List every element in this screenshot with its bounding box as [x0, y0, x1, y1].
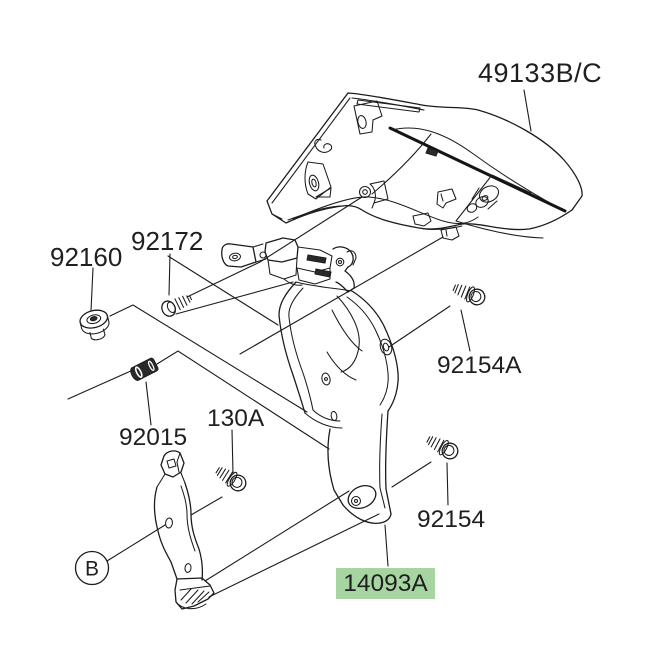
b-bracket-drawing: [153, 450, 215, 610]
part-label-92172[interactable]: 92172: [131, 226, 203, 256]
grommet-drawing: [79, 309, 110, 341]
part-label-92160[interactable]: 92160: [50, 242, 122, 272]
part-label-49133BC[interactable]: 49133B/C: [478, 58, 602, 88]
highlight-box: [336, 568, 435, 599]
cowling-hook: [314, 138, 333, 153]
stay-upper-drawing: [221, 237, 357, 293]
windscreen-edge-line: [388, 126, 567, 213]
cowling-drawing: [266, 92, 583, 241]
reference-letter: B: [85, 558, 99, 581]
screw-drawing: [161, 295, 193, 317]
reference-circle-B[interactable]: B: [74, 550, 110, 586]
bushing-drawing: [130, 357, 159, 381]
highlighted-part-label-14093A[interactable]: 14093A: [336, 568, 435, 599]
bolt-lower-drawing: [426, 436, 459, 460]
cowling-screw-boss: [358, 180, 389, 209]
bolt-small-drawing: [215, 467, 247, 492]
part-label-92015[interactable]: 92015: [119, 424, 187, 451]
cowling-mount-boss: [466, 185, 500, 213]
leader-lines: [67, 89, 532, 598]
part-label-92154[interactable]: 92154: [417, 506, 485, 533]
stay-bracket-drawing: [278, 281, 399, 524]
bolt-upper-drawing: [452, 284, 486, 306]
part-label-130A[interactable]: 130A: [207, 405, 265, 432]
part-label-92154A[interactable]: 92154A: [437, 352, 522, 379]
part-label-14093A: 14093A: [343, 570, 428, 597]
